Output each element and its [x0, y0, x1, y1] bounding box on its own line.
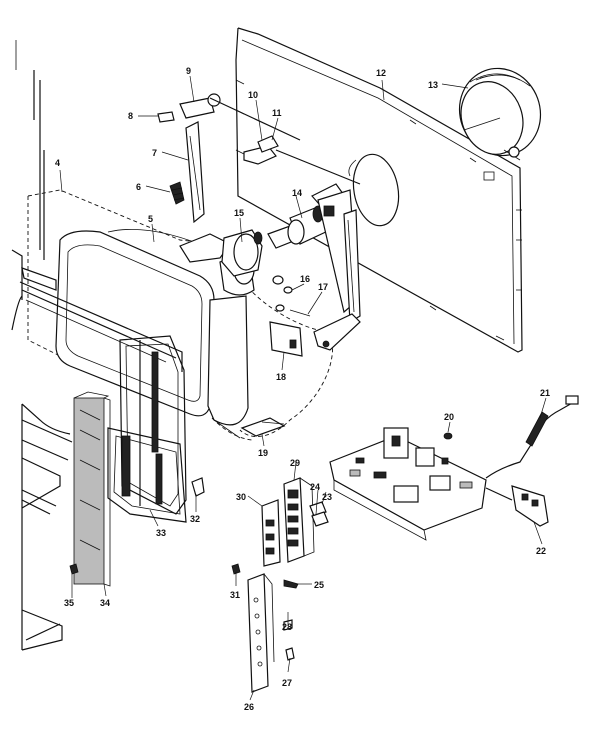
part-label-35: 35 [64, 598, 74, 608]
part-label-17: 17 [318, 282, 328, 292]
speaker-grille [73, 391, 111, 587]
part-label-27: 27 [282, 678, 292, 688]
control-panel-30 [261, 499, 281, 567]
part-label-26: 26 [244, 702, 254, 712]
part-label-22: 22 [536, 546, 546, 556]
bracket-7 [185, 121, 205, 224]
part-label-11: 11 [272, 108, 282, 118]
cable-assembly [485, 395, 579, 527]
part-label-31: 31 [230, 590, 240, 600]
picture-tube [55, 228, 255, 439]
part-label-21: 21 [540, 388, 550, 398]
main-circuit-board [329, 427, 487, 541]
part-label-30: 30 [236, 492, 246, 502]
ring-part [458, 67, 542, 161]
back-cover-panel [235, 27, 523, 353]
part-label-24: 24 [310, 482, 320, 492]
yoke-assembly [179, 225, 297, 277]
part-label-20: 20 [444, 412, 454, 422]
part-label-12: 12 [376, 68, 386, 78]
part-label-9: 9 [186, 66, 191, 76]
part-label-6: 6 [136, 182, 141, 192]
part-label-14: 14 [292, 188, 302, 198]
part-label-32: 32 [190, 514, 200, 524]
part-label-19: 19 [258, 448, 268, 458]
part-label-16: 16 [300, 274, 310, 284]
part-label-25: 25 [314, 580, 324, 590]
small-parts-16-18 [269, 275, 311, 357]
part-label-23: 23 [322, 492, 332, 502]
part-label-15: 15 [234, 208, 244, 218]
right-side-bracket [313, 209, 361, 351]
top-clip-parts [157, 93, 301, 141]
part-label-33: 33 [156, 528, 166, 538]
parts-23-24 [309, 501, 329, 527]
part-label-4: 4 [55, 158, 60, 168]
small-hardware [69, 477, 299, 661]
part-20-screw [443, 432, 453, 440]
bezel-frames [107, 335, 187, 523]
speaker-cone [348, 153, 400, 227]
part-label-29: 29 [290, 458, 300, 468]
part-label-18: 18 [276, 372, 286, 382]
part-label-13: 13 [428, 80, 438, 90]
part-label-7: 7 [152, 148, 157, 158]
bracket-19 [240, 417, 286, 437]
part-label-5: 5 [148, 214, 153, 224]
part-label-10: 10 [248, 90, 258, 100]
control-board-29 [283, 477, 315, 563]
bracket-10-11 [243, 135, 361, 185]
leader-lines [59, 75, 547, 701]
part-label-28: 28 [282, 622, 292, 632]
part-label-34: 34 [100, 598, 110, 608]
spring-part-6 [169, 181, 185, 205]
part-label-8: 8 [128, 111, 133, 121]
control-strip-26 [247, 573, 275, 693]
part-labels: 4 5 6 7 8 9 10 11 12 13 14 15 16 17 18 1… [55, 66, 550, 712]
